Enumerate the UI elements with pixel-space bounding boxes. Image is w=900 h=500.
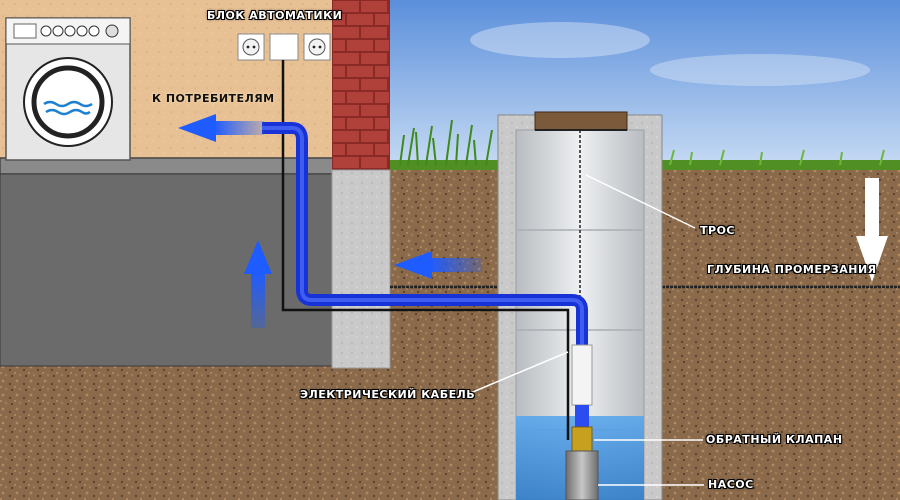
- pump: [565, 450, 599, 500]
- brick: [347, 14, 373, 25]
- pipe-fitting: [571, 344, 593, 406]
- brick: [333, 92, 345, 103]
- label-to-consumers: К ПОТРЕБИТЕЛЯМ: [152, 92, 275, 105]
- brick: [347, 118, 373, 129]
- brick: [375, 92, 389, 103]
- concrete-wall: [331, 169, 391, 369]
- brick: [375, 14, 389, 25]
- pump-assembly: [565, 344, 599, 500]
- brick: [333, 157, 359, 168]
- brick: [333, 118, 345, 129]
- flow-arrow-left-middle: [394, 251, 482, 279]
- brick: [333, 131, 359, 142]
- brick: [333, 105, 359, 116]
- brick: [347, 92, 373, 103]
- check-valve: [571, 426, 593, 452]
- label-pump: НАСОС: [708, 478, 754, 491]
- brick: [333, 53, 359, 64]
- brick: [361, 27, 387, 38]
- brick: [347, 66, 373, 77]
- brick: [361, 53, 387, 64]
- brick: [361, 131, 387, 142]
- brick: [375, 144, 389, 155]
- electric-cable-line: [281, 60, 570, 440]
- brick: [361, 105, 387, 116]
- well-lid: [534, 111, 628, 131]
- brick: [333, 1, 359, 12]
- label-check-valve: ОБРАТНЫЙ КЛАПАН: [706, 433, 843, 446]
- brick: [361, 1, 387, 12]
- label-freezing-depth: ГЛУБИНА ПРОМЕРЗАНИЯ: [707, 263, 877, 276]
- brick: [333, 40, 345, 51]
- grass-tufts: [399, 119, 885, 166]
- label-automation-block: БЛОК АВТОМАТИКИ: [207, 9, 343, 22]
- brick: [333, 27, 359, 38]
- brick: [333, 66, 345, 77]
- label-electric-cable: ЭЛЕКТРИЧЕСКИЙ КАБЕЛЬ: [300, 388, 476, 401]
- brick: [375, 66, 389, 77]
- brick: [375, 118, 389, 129]
- brick: [333, 144, 345, 155]
- brick: [347, 144, 373, 155]
- frost-depth-arrow: [856, 178, 888, 282]
- brick: [375, 40, 389, 51]
- brick: [361, 157, 387, 168]
- label-cable: ТРОС: [700, 224, 735, 237]
- flow-arrow-left-top: [178, 114, 264, 142]
- brick: [333, 79, 359, 90]
- leader-lines: [467, 174, 704, 486]
- brick: [347, 40, 373, 51]
- brick: [361, 79, 387, 90]
- brick: [333, 14, 345, 25]
- automation-block: [237, 33, 331, 61]
- flow-arrow-up: [244, 240, 272, 328]
- washing-machine: [5, 17, 131, 161]
